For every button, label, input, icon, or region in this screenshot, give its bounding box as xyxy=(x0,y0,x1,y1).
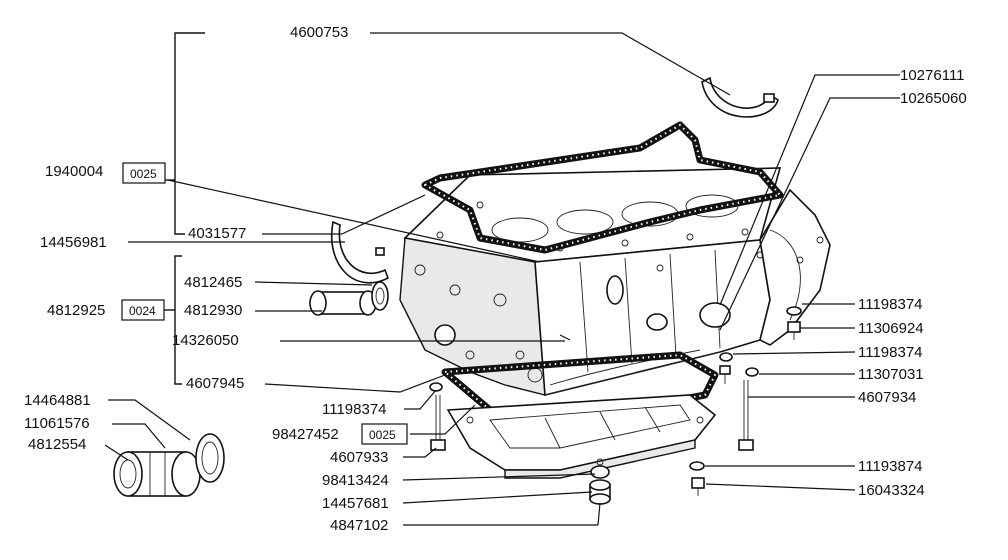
cam-bushing-drawing xyxy=(113,433,225,497)
qty-4812925: 0024 xyxy=(129,304,156,318)
bushing-drawing xyxy=(309,281,389,316)
label-11307031: 11307031 xyxy=(858,366,924,383)
qty-box-4812925 xyxy=(121,299,165,321)
qty-1940004: 0025 xyxy=(130,167,157,181)
washer-drawing xyxy=(429,306,802,479)
label-4812554: 4812554 xyxy=(28,436,86,453)
label-1940004: 1940004 xyxy=(45,163,103,180)
label-10276111: 10276111 xyxy=(900,67,965,84)
label-4607933: 4607933 xyxy=(330,449,388,466)
label-4600753: 4600753 xyxy=(290,24,348,41)
label-14464881: 14464881 xyxy=(24,392,91,409)
leader-lines xyxy=(104,32,900,526)
label-11061576: 11061576 xyxy=(24,415,90,432)
label-14456981: 14456981 xyxy=(40,234,107,251)
label-4812930: 4812930 xyxy=(184,302,242,319)
semicircle-seal-drawing xyxy=(330,220,389,284)
label-11193874: 11193874 xyxy=(858,458,923,475)
qty-box-1940004 xyxy=(122,162,166,184)
label-14326050: 14326050 xyxy=(172,332,239,349)
label-98427452: 98427452 xyxy=(272,426,339,443)
bolt-drawing xyxy=(430,321,801,496)
qty-box-98427452 xyxy=(361,423,408,445)
group-brackets xyxy=(164,32,205,385)
label-14457681: 14457681 xyxy=(322,495,389,512)
label-10265060: 10265060 xyxy=(900,90,967,107)
label-4812925: 4812925 xyxy=(47,302,105,319)
oil-pan-drawing xyxy=(446,394,717,479)
bearing-cap-drawing xyxy=(701,76,779,118)
label-11198374-right-top: 11198374 xyxy=(858,296,923,313)
label-4847102: 4847102 xyxy=(330,517,388,534)
label-98413424: 98413424 xyxy=(322,472,389,489)
label-4607934: 4607934 xyxy=(858,389,916,406)
label-4031577: 4031577 xyxy=(188,225,246,242)
part-labels: 4600753 10276111 10265060 1940004 0025 4… xyxy=(24,24,967,534)
label-4812465: 4812465 xyxy=(184,274,242,291)
label-4607945: 4607945 xyxy=(186,375,244,392)
label-16043324: 16043324 xyxy=(858,482,925,499)
label-11198374-right: 11198374 xyxy=(858,344,923,361)
label-11306924: 11306924 xyxy=(858,320,924,337)
label-11198374-left: 11198374 xyxy=(322,401,387,418)
qty-98427452: 0025 xyxy=(369,428,396,442)
drain-plug-drawing xyxy=(589,479,611,505)
